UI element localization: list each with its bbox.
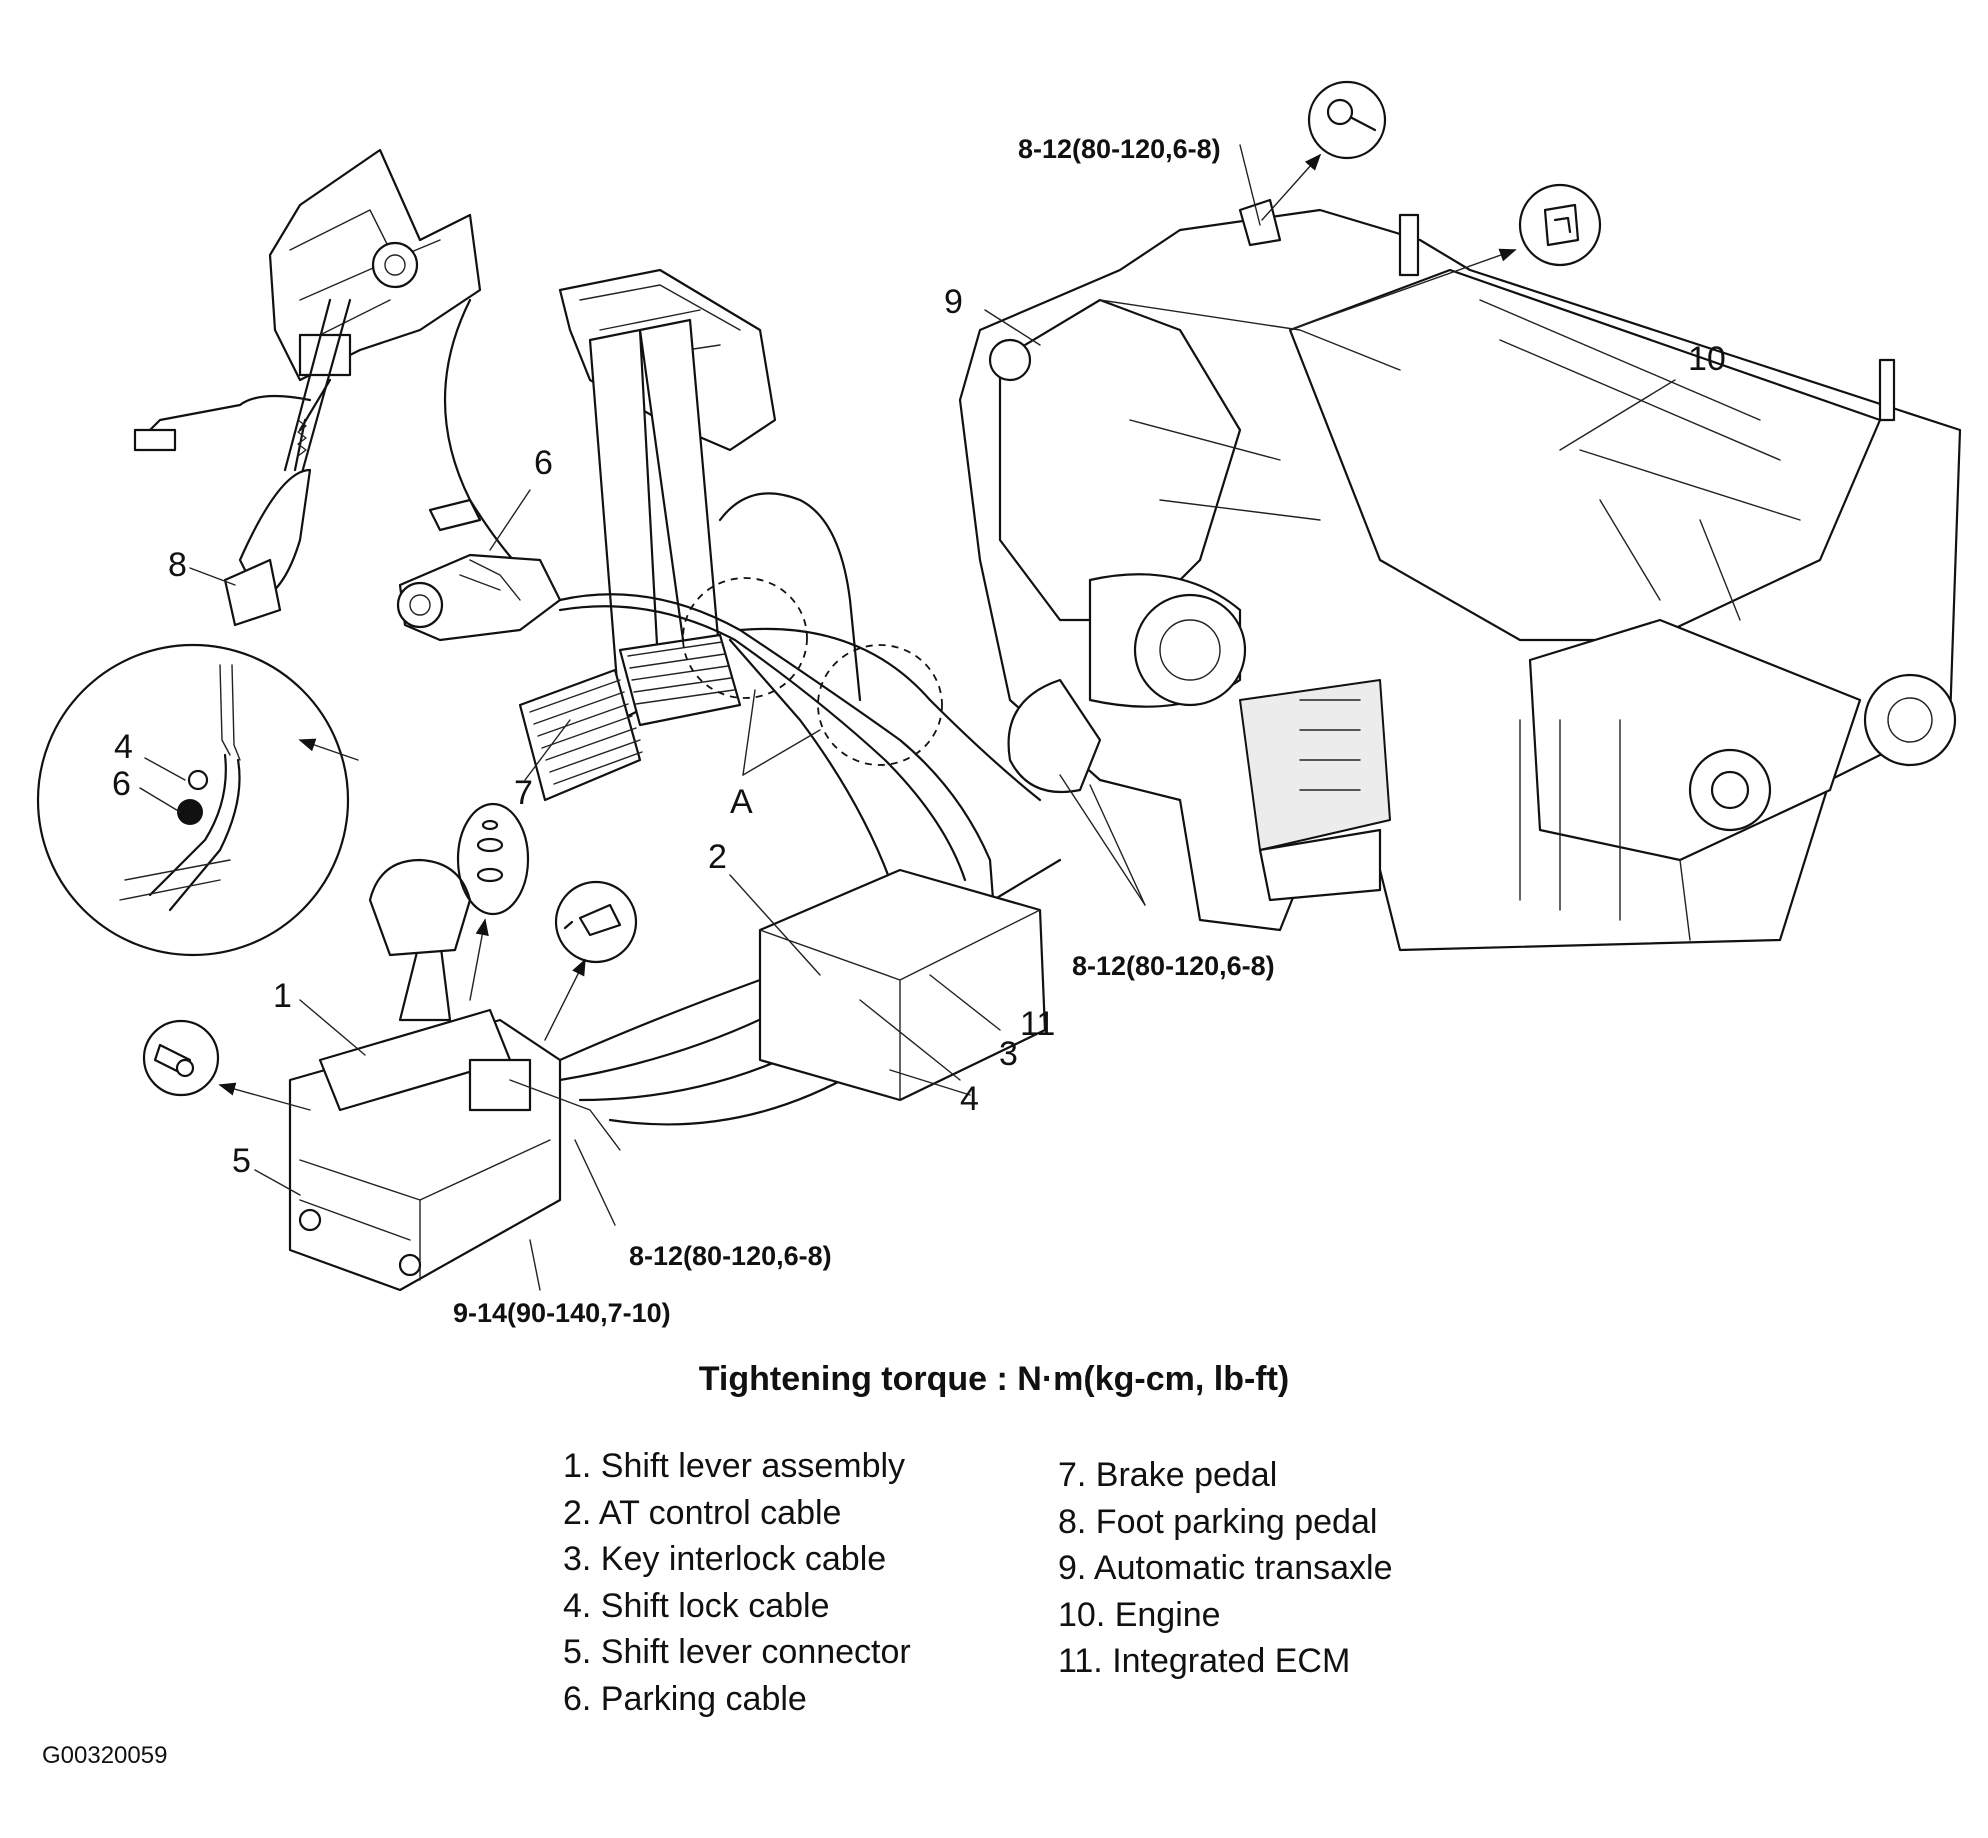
callout-2: 2	[708, 838, 727, 876]
callout-11: 11	[1020, 1005, 1055, 1043]
callout-a: A	[730, 783, 753, 821]
callout-6: 6	[534, 444, 553, 482]
legend-item: 5. Shift lever connector	[563, 1633, 911, 1671]
detail-callout-4: 4	[114, 728, 133, 766]
callout-1: 1	[273, 977, 292, 1015]
legend-item: 8. Foot parking pedal	[1058, 1502, 1378, 1541]
diagram-labels: 8-12(80-120,6-8) 8-12(80-120,6-8) 8-12(8…	[112, 134, 1726, 1328]
torque-label-bottom: 8-12(80-120,6-8)	[629, 1241, 832, 1271]
foot-parking-pedal-assembly	[133, 148, 562, 627]
key-cylinder-assembly	[396, 498, 562, 642]
legend-item: 4. Shift lock cable	[563, 1586, 830, 1625]
legend-left-column: 1. Shift lever assembly 2. AT control ca…	[563, 1443, 911, 1722]
legend-item: 6. Parking cable	[563, 1679, 807, 1718]
legend-item: 10. Engine	[1058, 1595, 1221, 1634]
shift-lever-assembly	[288, 858, 621, 1292]
figure-code: G00320059	[42, 1742, 168, 1769]
shift-knob	[368, 858, 472, 957]
legend-item: 7. Brake pedal	[1058, 1456, 1278, 1494]
legend-item: 2. AT control cable	[563, 1493, 842, 1532]
callout-7: 7	[514, 774, 533, 812]
hardware-insets	[142, 80, 1602, 1097]
callout-10: 10	[1688, 340, 1726, 378]
callout-8: 8	[168, 546, 187, 584]
legend-item: 1. Shift lever assembly	[563, 1447, 906, 1485]
callout-9: 9	[944, 283, 963, 321]
engine-transaxle-assembly	[958, 198, 1962, 952]
torque-label-right: 8-12(80-120,6-8)	[1072, 951, 1275, 981]
callout-5: 5	[232, 1142, 251, 1180]
torque-caption: Tightening torque : N·m(kg-cm, lb-ft)	[698, 1360, 1290, 1398]
integrated-ecm	[758, 868, 1047, 1102]
legend-item: 3. Key interlock cable	[563, 1540, 887, 1578]
callout-3: 3	[999, 1035, 1018, 1073]
torque-label-top: 8-12(80-120,6-8)	[1018, 134, 1221, 164]
leader-lines	[139, 144, 1676, 1291]
brake-pedal-assembly	[518, 268, 862, 802]
legend-right-column: 7. Brake pedal 8. Foot parking pedal 9. …	[1058, 1452, 1393, 1685]
callout-4: 4	[960, 1080, 979, 1118]
legend-item: 11. Integrated ECM	[1058, 1642, 1351, 1680]
legend-item: 9. Automatic transaxle	[1058, 1549, 1393, 1587]
detail-a-markers	[682, 577, 943, 766]
detail-callout-6: 6	[112, 765, 131, 803]
parking-pedal-pad	[223, 558, 282, 627]
torque-label-shift-base: 9-14(90-140,7-10)	[453, 1298, 671, 1328]
detail-inset	[36, 643, 350, 957]
